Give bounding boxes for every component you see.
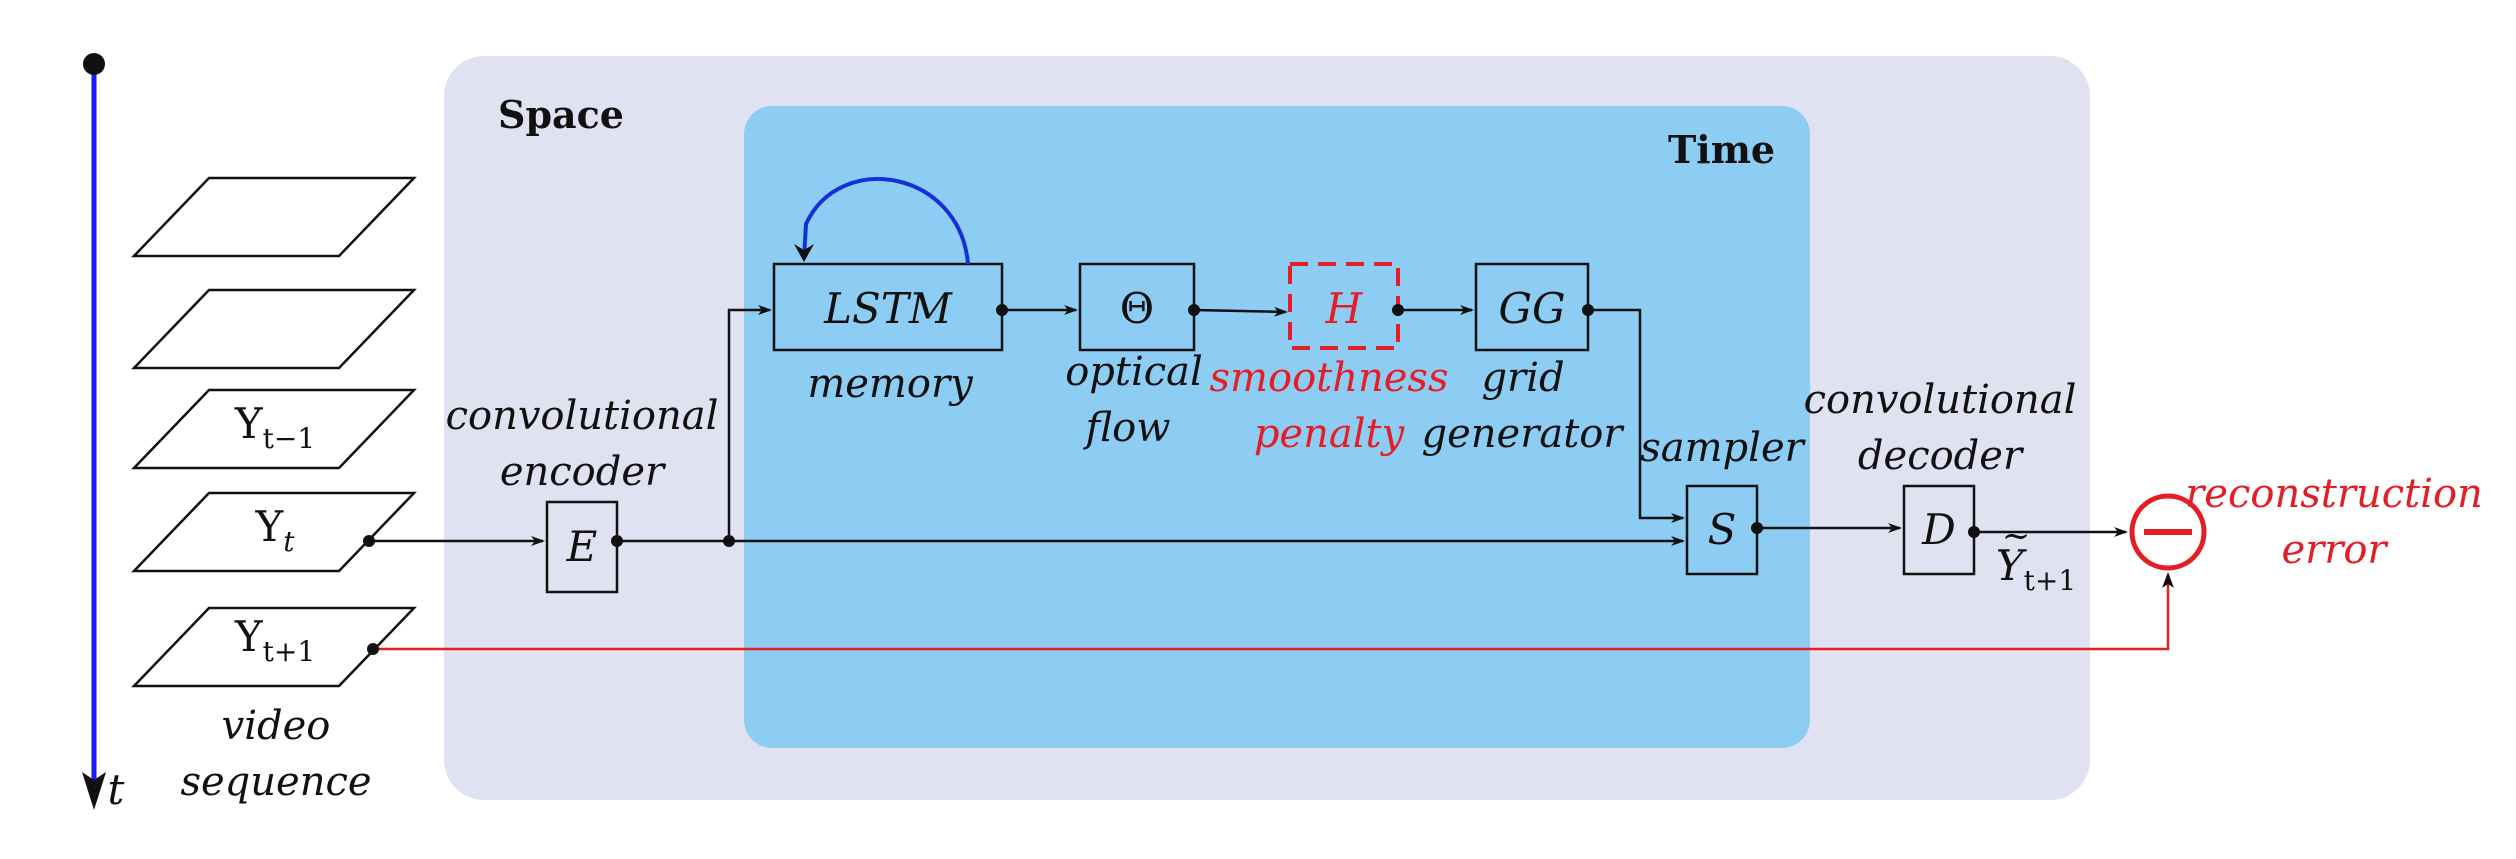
- error-arrowhead: [2162, 572, 2174, 588]
- encoder-symbol: E: [566, 522, 598, 571]
- edge-split-to-lstm: [727, 305, 772, 541]
- sampler-caption: sampler: [1640, 425, 1804, 471]
- space-heading: Space: [498, 92, 624, 137]
- theta-symbol: Θ: [1119, 284, 1155, 333]
- frame-2: [131, 288, 417, 370]
- connections: [369, 305, 2128, 546]
- frame-next-label: Yt+1: [234, 612, 316, 668]
- output-label: Yt+1: [1996, 519, 2076, 595]
- theta-caption-line2: flow: [1085, 405, 1171, 451]
- frame-1: [131, 176, 417, 258]
- frame-prev-label: Yt−1: [234, 399, 316, 455]
- lstm-recurrence-arrowhead: [794, 244, 814, 262]
- frame-next: [131, 606, 417, 688]
- sampler-symbol: S: [1707, 505, 1737, 554]
- time-region: [744, 106, 1810, 748]
- timeline-arrowhead: [82, 772, 106, 810]
- lstm-recurrence-loop: [802, 177, 970, 265]
- junction-dots: [363, 304, 1980, 655]
- frame-prev: [131, 388, 417, 470]
- decoder-caption-line2: decoder: [1857, 433, 2023, 479]
- error-caption-line1: reconstruction: [2185, 471, 2483, 517]
- h-caption-line2: penalty: [1253, 411, 1405, 457]
- edge-gg-to-sampler: [1588, 308, 1685, 523]
- lstm-symbol: LSTM: [824, 284, 952, 333]
- h-symbol: H: [1325, 284, 1363, 333]
- error-caption-line2: error: [2281, 527, 2387, 573]
- theta-caption-line1: optical: [1065, 349, 1203, 395]
- timeline-label: t: [107, 765, 125, 814]
- decoder-symbol: D: [1922, 505, 1956, 554]
- gg-caption-line2: generator: [1421, 411, 1623, 457]
- gg-symbol: GG: [1498, 284, 1566, 333]
- frame-cur: [131, 491, 417, 573]
- edge-theta-to-h: [1193, 306, 1288, 317]
- time-heading: Time: [1668, 127, 1776, 172]
- encoder-caption-line1: convolutional: [445, 393, 719, 439]
- frame-cur-label: Yt: [255, 502, 295, 558]
- lstm-caption: memory: [807, 361, 973, 407]
- gg-caption-line1: grid: [1481, 355, 1565, 401]
- edge-target-to-error: [373, 584, 2170, 651]
- video-caption-line2: sequence: [180, 759, 372, 805]
- encoder-caption-line2: encoder: [499, 449, 665, 495]
- timeline-start-dot: [83, 53, 105, 75]
- h-caption-line1: smoothness: [1209, 355, 1449, 401]
- video-caption-line1: video: [221, 703, 331, 749]
- decoder-caption-line1: convolutional: [1803, 377, 2077, 423]
